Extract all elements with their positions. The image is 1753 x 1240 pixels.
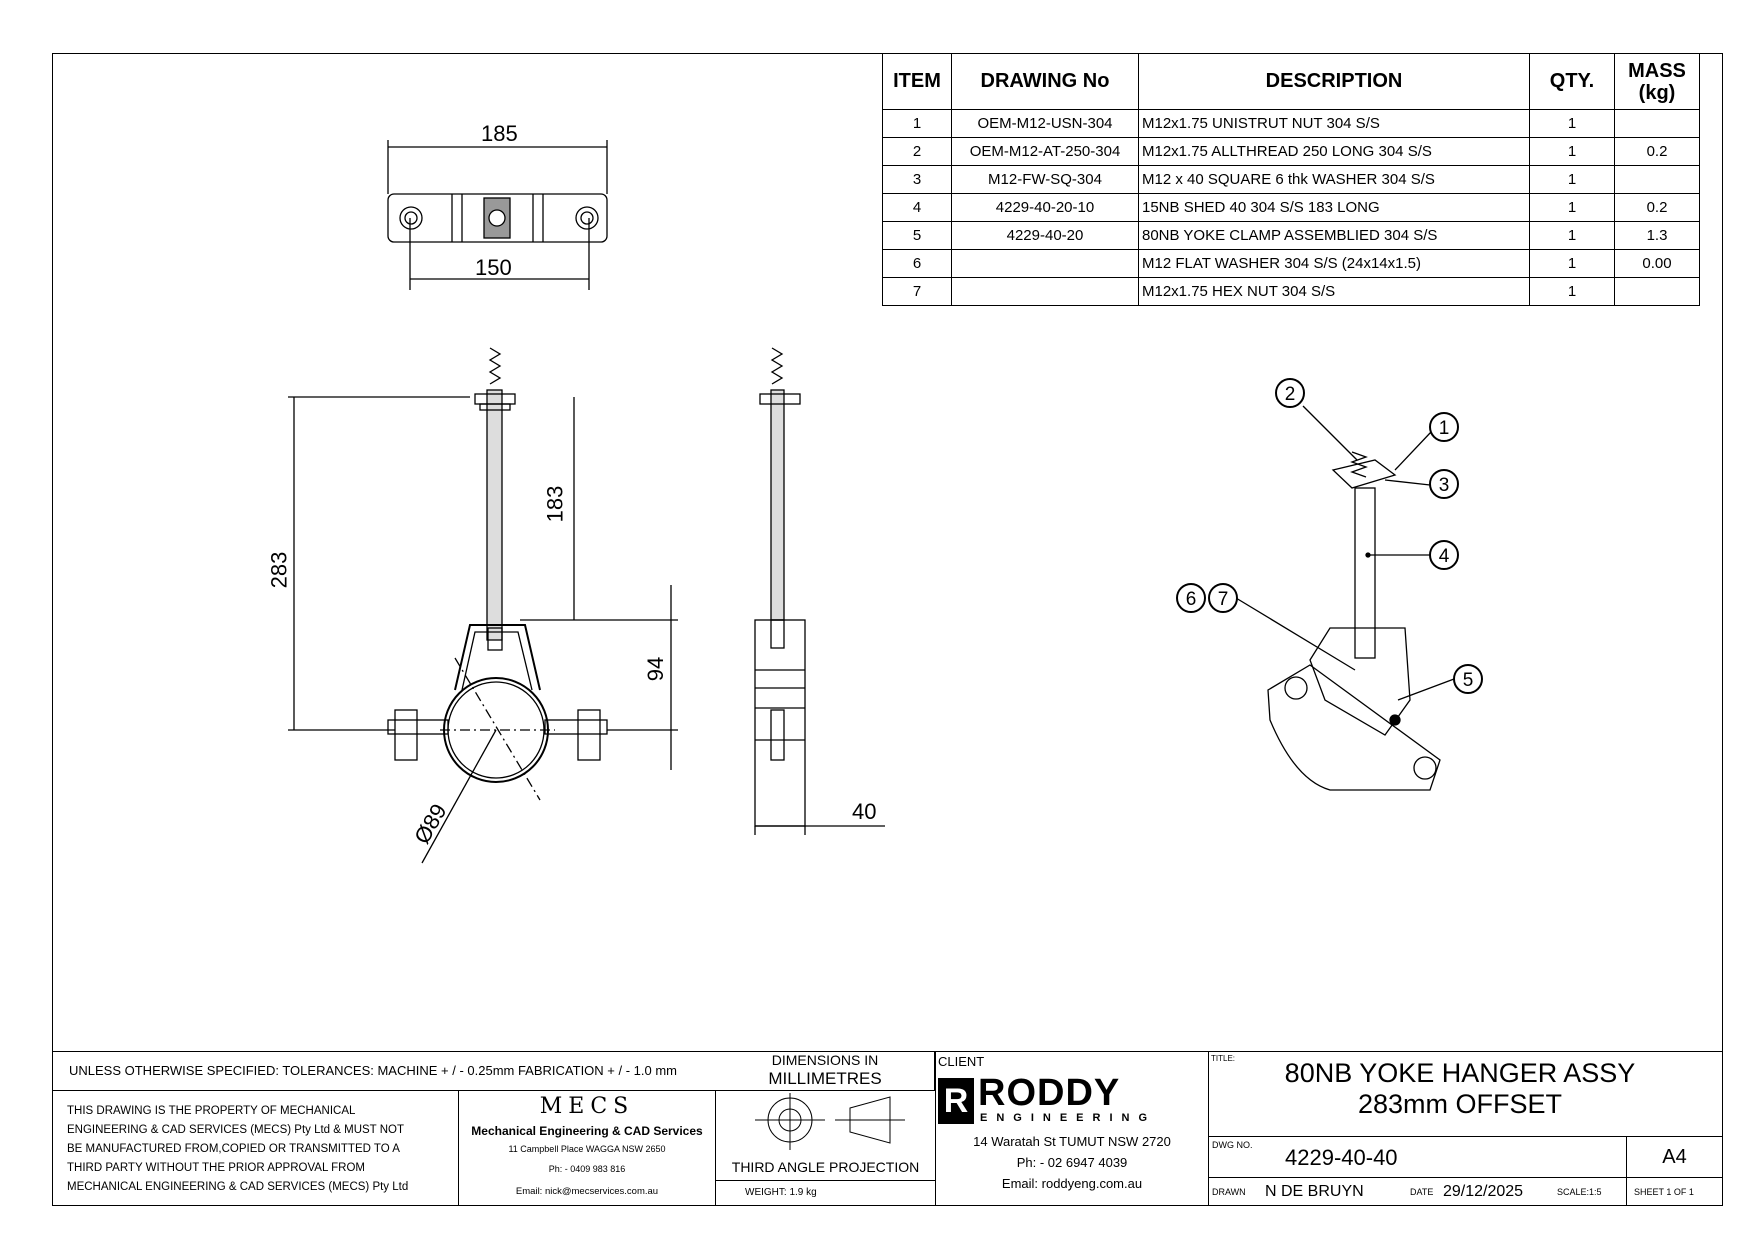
dwg-no-label: DWG NO.	[1212, 1140, 1253, 1150]
item-cell: 6	[882, 249, 952, 278]
client-phone: Ph: - 02 6947 4039	[1016, 1155, 1128, 1170]
balloon-label: 5	[1463, 670, 1474, 691]
balloon-4	[1429, 540, 1459, 570]
notice-line: ENGINEERING & CAD SERVICES (MECS) Pty Lt…	[67, 1124, 404, 1136]
dwg-no: 4229-40-40	[1285, 1145, 1398, 1170]
roddy-logo-sub: ENGINEERING	[980, 1112, 1157, 1124]
title-cell	[1208, 1051, 1723, 1206]
item-cell: 5	[882, 221, 952, 250]
bill-of-materials: ITEM DRAWING No DESCRIPTION QTY. MASS (k…	[882, 53, 1700, 306]
mecs-logo: MECS	[539, 1094, 635, 1119]
notice-line: BE MANUFACTURED FROM,COPIED OR TRANSMITT…	[67, 1143, 400, 1155]
drawing-no-cell: M12-FW-SQ-304	[951, 165, 1139, 194]
description-cell: 80NB YOKE CLAMP ASSEMBLIED 304 S/S	[1138, 221, 1530, 250]
drawing-no-cell: OEM-M12-USN-304	[951, 109, 1139, 138]
dimensions-units: MILLIMETRES	[768, 1069, 882, 1088]
balloon-label: 6	[1186, 589, 1197, 610]
mass-cell: 1.3	[1614, 221, 1700, 250]
description-cell: M12 FLAT WASHER 304 S/S (24x14x1.5)	[1138, 249, 1530, 278]
dim-94: 94	[643, 656, 669, 682]
header-item: ITEM	[882, 53, 952, 110]
size-cell	[1626, 1136, 1723, 1206]
tolerance-note: UNLESS OTHERWISE SPECIFIED: TOLERANCES: …	[69, 1063, 677, 1078]
balloon-6	[1176, 583, 1206, 613]
balloon-label: 7	[1218, 589, 1229, 610]
balloon-label: 2	[1285, 384, 1296, 405]
roddy-logo: R RODDY ENGINEERING	[938, 1072, 1200, 1126]
client-email: Email: roddyeng.com.au	[1001, 1176, 1143, 1191]
front-view	[288, 347, 678, 864]
item-cell: 7	[882, 277, 952, 306]
balloon-label: 4	[1439, 546, 1450, 567]
mass-cell: 0.2	[1614, 137, 1700, 166]
mecs-address: 11 Campbell Place WAGGA NSW 2650	[508, 1144, 666, 1154]
drawing-no-cell: 4229-40-20-10	[951, 193, 1139, 222]
property-notice: THIS DRAWING IS THE PROPERTY OF MECHANIC…	[67, 1102, 408, 1197]
drawing-no-cell	[951, 249, 1139, 278]
roddy-logo-main: RODDY	[978, 1072, 1121, 1114]
sheet-size: A4	[1662, 1146, 1687, 1168]
mecs-phone: Ph: - 0409 983 816	[548, 1164, 626, 1174]
dim-283: 283	[266, 551, 292, 589]
notice-line: THIS DRAWING IS THE PROPERTY OF MECHANIC…	[67, 1105, 356, 1117]
title-line2: 283mm OFFSET	[1357, 1089, 1563, 1119]
balloon-1	[1429, 412, 1459, 442]
drawing-no-cell: 4229-40-20	[951, 221, 1139, 250]
scale: SCALE:1:5	[1557, 1187, 1602, 1197]
weight: WEIGHT: 1.9 kg	[745, 1187, 817, 1198]
balloon-5	[1453, 664, 1483, 694]
bom-header: ITEM DRAWING No DESCRIPTION QTY. MASS (k…	[882, 53, 1700, 110]
notice-line: MECHANICAL ENGINEERING & CAD SERVICES (M…	[67, 1181, 409, 1193]
dim-185: 185	[481, 121, 518, 146]
notice-line: THIRD PARTY WITHOUT THE PRIOR APPROVAL F…	[67, 1162, 365, 1174]
mecs-name: Mechanical Engineering & CAD Services	[471, 1124, 703, 1138]
mass-cell	[1614, 109, 1700, 138]
third-angle-projection-symbol	[755, 1093, 905, 1150]
qty-cell: 1	[1529, 277, 1615, 306]
dim-40: 40	[852, 799, 877, 824]
title-label: TITLE:	[1211, 1054, 1236, 1063]
projection-label: THIRD ANGLE PROJECTION	[731, 1159, 920, 1175]
client-address: 14 Waratah St TUMUT NSW 2720	[973, 1134, 1171, 1149]
balloon-7	[1208, 583, 1238, 613]
date: 29/12/2025	[1443, 1183, 1524, 1200]
header-drawing-no: DRAWING No	[951, 53, 1139, 110]
side-view	[754, 347, 885, 835]
dim-150: 150	[475, 255, 512, 280]
balloon-label: 1	[1439, 418, 1450, 439]
isometric-view	[1235, 405, 1455, 791]
title-line1: 80NB YOKE HANGER ASSY	[1284, 1058, 1636, 1088]
balloon-2	[1275, 378, 1305, 408]
dimensions-label: DIMENSIONS IN	[771, 1052, 879, 1068]
qty-cell: 1	[1529, 137, 1615, 166]
mass-cell	[1614, 277, 1700, 306]
description-cell: M12x1.75 UNISTRUT NUT 304 S/S	[1138, 109, 1530, 138]
mecs-email: Email: nick@mecservices.com.au	[515, 1186, 659, 1197]
dim-183: 183	[542, 485, 568, 523]
balloon-3	[1429, 469, 1459, 499]
client-label: CLIENT	[938, 1054, 985, 1069]
drawn-label: DRAWN	[1212, 1187, 1246, 1197]
mass-cell: 0.00	[1614, 249, 1700, 278]
top-view	[387, 140, 608, 290]
balloon-label: 3	[1439, 475, 1450, 496]
sheet-number: SHEET 1 OF 1	[1634, 1187, 1694, 1197]
description-cell: M12x1.75 HEX NUT 304 S/S	[1138, 277, 1530, 306]
drawing-no-cell	[951, 277, 1139, 306]
date-label: DATE	[1410, 1187, 1434, 1197]
drawn-by: N DE BRUYN	[1265, 1183, 1364, 1200]
header-qty: QTY.	[1529, 53, 1615, 110]
